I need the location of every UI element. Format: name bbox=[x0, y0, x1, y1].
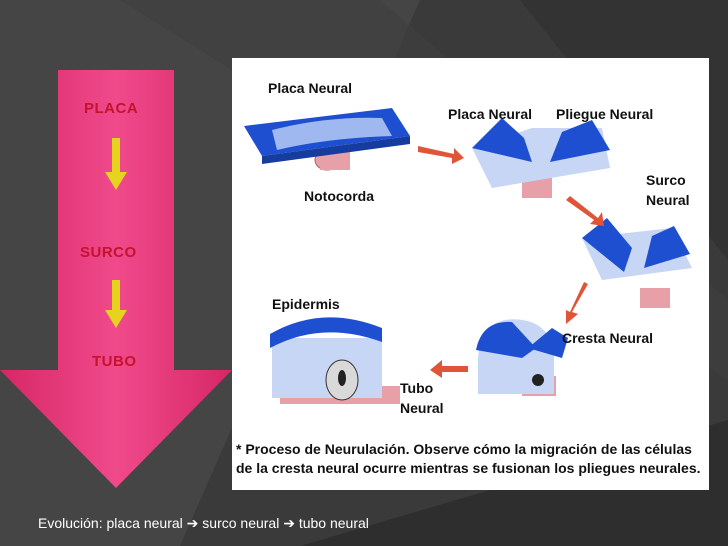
arrow-right-icon: ➔ bbox=[283, 515, 295, 531]
flow-arrows bbox=[418, 146, 604, 378]
label-placa-neural-2: Placa Neural bbox=[448, 106, 533, 122]
stage-crest bbox=[476, 319, 568, 396]
label-notocorda: Notocorda bbox=[304, 188, 374, 204]
label-cresta-neural: Cresta Neural bbox=[562, 330, 654, 346]
diagram-illustration bbox=[244, 108, 692, 404]
diagram-caption: * Proceso de Neurulación. Observe cómo l… bbox=[236, 440, 706, 478]
footer-part-1: Evolución: placa neural bbox=[38, 515, 187, 531]
neurulation-diagram: Placa Neural Notocorda Placa Neural Plie… bbox=[232, 58, 709, 490]
step-tubo-label: TUBO bbox=[92, 353, 137, 370]
label-epidermis: Epidermis bbox=[272, 296, 340, 312]
caption-line-2: de la cresta neural ocurre mientras se f… bbox=[236, 460, 701, 476]
label-tubo-2: Neural bbox=[400, 400, 444, 416]
label-pliegue-neural: Pliegue Neural bbox=[556, 106, 654, 122]
small-arrow-2 bbox=[105, 280, 127, 328]
footer-part-2: surco neural bbox=[198, 515, 284, 531]
label-surco-2: Neural bbox=[646, 192, 690, 208]
step-placa-label: PLACA bbox=[84, 100, 139, 117]
stage-plate bbox=[244, 108, 410, 171]
stage-folds bbox=[472, 118, 610, 198]
step-surco-label: SURCO bbox=[80, 244, 137, 261]
stage-groove bbox=[582, 218, 692, 308]
caption-line-1: * Proceso de Neurulación. Observe cómo l… bbox=[236, 441, 692, 457]
label-tubo-1: Tubo bbox=[400, 380, 434, 396]
label-placa-neural-1: Placa Neural bbox=[268, 80, 353, 96]
arrow-right-icon: ➔ bbox=[186, 515, 199, 531]
stage-tube bbox=[270, 317, 400, 404]
footer-text: Evolución: placa neural ➔ surco neural ➔… bbox=[38, 515, 369, 532]
small-arrow-1 bbox=[105, 138, 127, 190]
label-surco-1: Surco bbox=[646, 172, 686, 188]
footer-part-3: tubo neural bbox=[294, 515, 369, 531]
